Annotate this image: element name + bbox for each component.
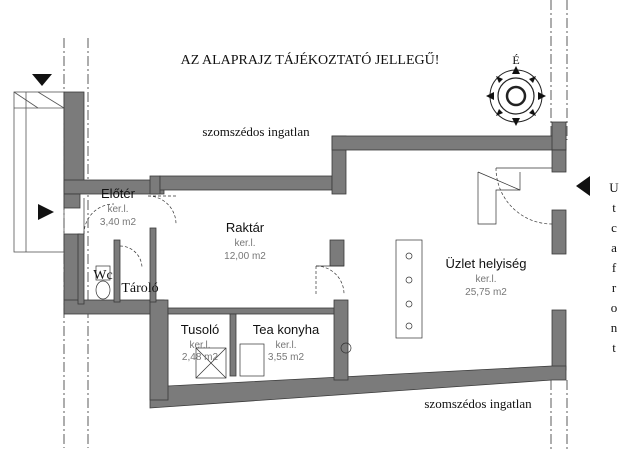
room-area: 3,40 m2 <box>100 217 137 228</box>
room-name: Tusoló <box>181 322 220 337</box>
room-sub: ker.l. <box>275 340 296 351</box>
street-letter: r <box>612 280 617 295</box>
street-letter: f <box>612 260 617 275</box>
room-tusolo: Tusoló ker.l. 2,48 m2 <box>181 322 220 363</box>
fixtures <box>95 171 521 379</box>
room-name: Tea konyha <box>253 322 320 337</box>
room-sub: ker.l. <box>475 274 496 285</box>
neighbor-top-label: szomszédos ingatlan <box>202 124 310 139</box>
street-letter: t <box>612 340 616 355</box>
room-name: Tároló <box>121 281 158 296</box>
room-area: 25,75 m2 <box>465 287 507 298</box>
room-sub: ker.l. <box>189 340 210 351</box>
shower-icon <box>195 347 227 379</box>
room-tea: Tea konyha ker.l. 3,55 m2 <box>253 322 320 363</box>
room-sub: ker.l. <box>234 238 255 249</box>
street-letter: U <box>609 180 619 195</box>
doors <box>83 167 553 295</box>
street-letter: o <box>611 300 618 315</box>
arrow-right-icon <box>38 204 54 220</box>
street-label: U t c a f r o n t <box>609 180 619 355</box>
arrow-left-icon <box>576 176 590 196</box>
room-raktar: Raktár ker.l. 12,00 m2 <box>224 220 266 262</box>
neighbor-bottom-label: szomszédos ingatlan <box>424 396 532 411</box>
room-sub: ker.l. <box>107 204 128 215</box>
room-area: 12,00 m2 <box>224 251 266 262</box>
walls <box>63 91 567 409</box>
street-letter: t <box>612 200 616 215</box>
street-letter: c <box>611 220 617 235</box>
room-uzlet: Üzlet helyiség ker.l. 25,75 m2 <box>446 256 527 298</box>
room-name: Üzlet helyiség <box>446 256 527 271</box>
left-balcony <box>13 91 65 253</box>
room-name: Raktár <box>226 220 265 235</box>
street-letter: n <box>611 320 618 335</box>
sink-icon <box>239 343 265 377</box>
room-eloter: Előtér ker.l. 3,40 m2 <box>100 186 137 228</box>
room-area: 2,48 m2 <box>182 352 219 363</box>
room-wc: Wc <box>93 268 112 283</box>
compass-north-label: É <box>512 53 519 67</box>
arrow-down-icon <box>32 74 52 86</box>
room-tarolo: Tároló <box>121 281 158 296</box>
compass-icon <box>486 66 546 126</box>
notice-text: AZ ALAPRAJZ TÁJÉKOZTATÓ JELLEGŰ! <box>181 51 440 68</box>
street-letter: a <box>611 240 617 255</box>
counter-icon <box>395 239 423 339</box>
room-area: 3,55 m2 <box>268 352 305 363</box>
room-name: Wc <box>93 268 112 283</box>
room-name: Előtér <box>101 186 136 201</box>
toilet-icon <box>95 265 111 281</box>
entrance-arrows <box>32 74 590 220</box>
